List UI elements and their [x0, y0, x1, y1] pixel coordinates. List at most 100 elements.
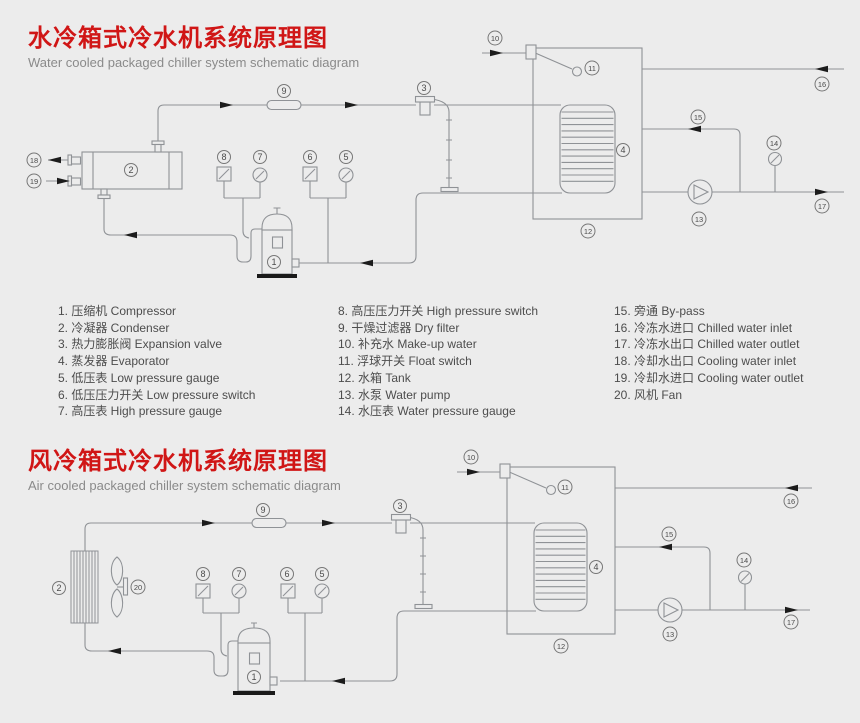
- marker-17: 17: [787, 618, 795, 627]
- legend-item: 6. 低压压力开关 Low pressure switch: [58, 387, 256, 402]
- marker-8: 8: [221, 152, 226, 162]
- legend-item: 15. 旁通 By-pass: [614, 304, 705, 318]
- water-section-header: 水冷箱式冷水机系统原理图 Water cooled packaged chill…: [28, 25, 360, 71]
- marker-13: 13: [695, 215, 703, 224]
- marker-1: 1: [271, 257, 276, 267]
- marker-4: 4: [593, 562, 598, 572]
- marker-7: 7: [257, 152, 262, 162]
- fan-blade-top: [110, 556, 124, 586]
- marker-3: 3: [397, 501, 402, 511]
- marker-20: 20: [134, 583, 142, 592]
- marker-5: 5: [319, 569, 324, 579]
- marker-10: 10: [491, 34, 499, 43]
- flow-arrows: [108, 468, 798, 685]
- marker-16: 16: [818, 80, 826, 89]
- legend-item: 13. 水泵 Water pump: [338, 387, 451, 402]
- chilled-outlet-arrow: [815, 188, 828, 196]
- liquid-line: [157, 104, 416, 142]
- makeup-valve: [525, 44, 537, 60]
- legend-item: 20. 风机 Fan: [614, 387, 683, 402]
- marker-14: 14: [770, 139, 778, 148]
- discharge-line: [103, 198, 262, 263]
- tank: [499, 463, 616, 635]
- marker-2: 2: [56, 583, 61, 593]
- air-condenser: [70, 550, 99, 624]
- makeup-arrow: [490, 49, 503, 57]
- lp-gauge-tap: [287, 598, 323, 681]
- marker-7: 7: [236, 569, 241, 579]
- air-section-header: 风冷箱式冷水机系统原理图 Air cooled packaged chiller…: [28, 448, 341, 494]
- flow-arrows: [48, 49, 828, 267]
- marker-10: 10: [467, 453, 475, 462]
- fan-motor: [122, 577, 129, 596]
- water-section-subtitle: Water cooled packaged chiller system sch…: [28, 55, 360, 70]
- marker-3: 3: [421, 83, 426, 93]
- legend-item: 10. 补充水 Make-up water: [338, 337, 477, 352]
- air-cooled-schematic: 1 2 3 4 5 6 7 8 9 10 11 12 13 14 15 16 1…: [52, 449, 812, 695]
- legend-item: 16. 冷冻水进口 Chilled water inlet: [614, 320, 793, 335]
- capillary-line: [406, 516, 426, 605]
- capillary-line: [430, 98, 452, 188]
- marker-19: 19: [30, 177, 38, 186]
- water-pump: [687, 179, 713, 205]
- marker-1: 1: [251, 672, 256, 682]
- marker-9: 9: [260, 505, 265, 515]
- chilled-inlet-arrow: [785, 484, 798, 492]
- lp-gauge-tap: [309, 181, 347, 263]
- piping: [84, 470, 812, 682]
- bypass-line: [615, 546, 711, 610]
- marker-5: 5: [343, 152, 348, 162]
- marker-6: 6: [307, 152, 312, 162]
- legend-column-1: 1. 压缩机 Compressor 2. 冷凝器 Condenser 3. 热力…: [58, 303, 255, 420]
- diagram2-markers: 1 2 3 4 5 6 7 8 9 10 11 12 13 14 15 16 1…: [52, 449, 799, 684]
- legend-item: 2. 冷凝器 Condenser: [58, 320, 170, 335]
- sensing-bulb: [414, 603, 433, 610]
- gauges: [195, 570, 753, 599]
- expansion-valve: [390, 513, 433, 610]
- dry-filter: [266, 99, 302, 111]
- makeup-valve: [499, 463, 511, 479]
- makeup-arrow: [467, 468, 480, 476]
- legend-item: 17. 冷冻水出口 Chilled water outlet: [614, 337, 800, 352]
- diagram1-markers: 1 2 3 4 5 6 7 8 9 10 11 12 13 14 15 16 1…: [26, 30, 830, 269]
- marker-8: 8: [200, 569, 205, 579]
- marker-15: 15: [694, 113, 702, 122]
- fan-blade-bottom: [110, 588, 124, 618]
- float-ball: [571, 66, 583, 77]
- air-section-title: 风冷箱式冷水机系统原理图: [28, 448, 328, 475]
- cooling-in-arrow: [57, 177, 70, 185]
- legend-item: 7. 高压表 High pressure gauge: [58, 404, 223, 419]
- evaporator-coil: [533, 522, 588, 612]
- compressor: [233, 622, 278, 695]
- cooling-out-arrow: [48, 156, 61, 164]
- bypass-arrow: [688, 125, 701, 133]
- marker-13: 13: [666, 630, 674, 639]
- legend-item: 4. 蒸发器 Evaporator: [58, 354, 170, 369]
- marker-6: 6: [284, 569, 289, 579]
- liquid-line: [84, 522, 392, 551]
- legend-item: 9. 干燥过滤器 Dry filter: [338, 320, 460, 335]
- marker-9: 9: [281, 86, 286, 96]
- legend-item: 8. 高压压力开关 High pressure switch: [338, 304, 539, 318]
- water-section-title: 水冷箱式冷水机系统原理图: [28, 25, 328, 52]
- piping: [46, 51, 844, 264]
- water-cooled-schematic: 1 2 3 4 5 6 7 8 9 10 11 12 13 14 15 16 1…: [26, 30, 844, 278]
- bypass-line: [642, 128, 741, 192]
- water-pump: [657, 597, 683, 623]
- float-switch-arm: [506, 470, 547, 489]
- dry-filter: [251, 517, 287, 529]
- marker-11: 11: [588, 64, 596, 73]
- bypass-arrow: [659, 543, 672, 551]
- marker-18: 18: [30, 156, 38, 165]
- legend-item: 1. 压缩机 Compressor: [58, 304, 177, 318]
- marker-4: 4: [620, 145, 625, 155]
- legend-item: 18. 冷却水出口 Cooling water inlet: [614, 354, 797, 369]
- legend-item: 5. 低压表 Low pressure gauge: [58, 370, 220, 385]
- compressor: [257, 207, 300, 278]
- fan: [110, 556, 129, 618]
- sensing-bulb: [440, 186, 459, 193]
- marker-17: 17: [818, 202, 826, 211]
- legend-column-3: 15. 旁通 By-pass 16. 冷冻水进口 Chilled water i…: [614, 303, 803, 403]
- legend-column-2: 8. 高压压力开关 High pressure switch 9. 干燥过滤器 …: [338, 303, 538, 420]
